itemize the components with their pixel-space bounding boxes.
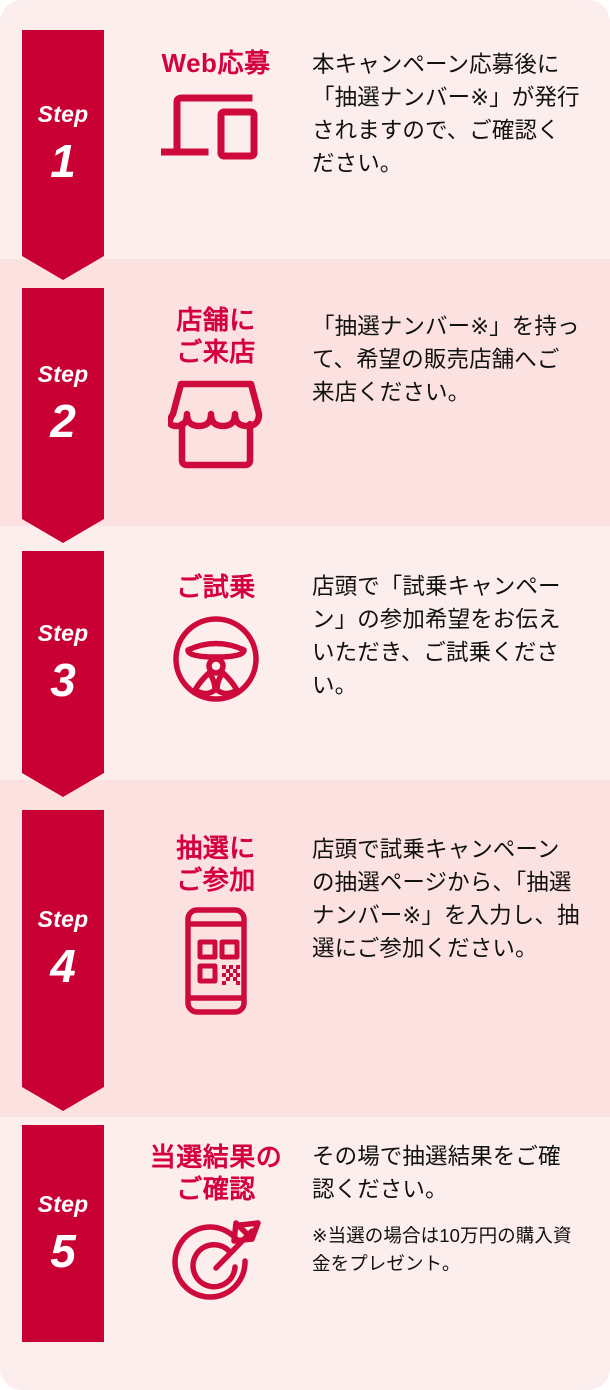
step-label-2: Step <box>37 361 89 387</box>
storefront-icon <box>130 378 302 470</box>
step-banner-3: Step 3 <box>22 551 104 797</box>
step-description-5: その場で抽選結果をご確認ください。 ※当選の場合は10万円の購入資金をプレゼント… <box>312 1140 580 1278</box>
step-mid-2: 店舗に ご来店 <box>130 305 302 470</box>
step-heading-3: ご試乗 <box>176 572 256 602</box>
step-label-3: Step <box>37 619 89 646</box>
devices-monitor-phone-icon <box>130 90 302 168</box>
step-number-1: 1 <box>50 134 76 187</box>
step-description-text-1: 本キャンペーン応募後に「抽選ナンバー※」が発行されますので、ご確認ください。 <box>312 52 580 177</box>
step-number-2: 2 <box>50 395 76 447</box>
step-heading-1: Web応募 <box>161 48 271 78</box>
step-description-2: 「抽選ナンバー※」を持って、希望の販売店舗へご来店ください。 <box>312 310 580 409</box>
target-arrow-icon <box>130 1215 302 1315</box>
step-mid-5: 当選結果の ご確認 <box>130 1142 302 1315</box>
step-label-1: Step <box>37 100 89 127</box>
step-number-4: 4 <box>50 940 76 992</box>
step-description-text-2: 「抽選ナンバー※」を持って、希望の販売店舗へご来店ください。 <box>312 314 580 406</box>
step-number-3: 3 <box>50 653 76 706</box>
step-arrow-2 <box>22 519 104 543</box>
smartphone-qr-icon <box>130 906 302 1016</box>
step-heading-2: 店舗に ご来店 <box>176 305 256 367</box>
steering-wheel-icon <box>130 614 302 704</box>
step-banner-4: Step 4 <box>22 810 104 1111</box>
step-description-4: 店頭で試乗キャンペーンの抽選ページから、「抽選ナンバー※」を入力し、抽選にご参加… <box>312 833 580 965</box>
step-banner-5: Step 5 <box>22 1125 104 1342</box>
step-arrow-4 <box>22 1087 104 1111</box>
step-heading-5: 当選結果の ご確認 <box>149 1142 283 1204</box>
step-banner-1: Step 1 <box>22 30 104 280</box>
step-heading-4: 抽選に ご参加 <box>176 833 256 895</box>
step-mid-4: 抽選に ご参加 <box>130 833 302 1016</box>
step-label-5: Step <box>37 1191 89 1217</box>
step-description-text-3: 店頭で「試乗キャンペーン」の参加希望をお伝えいただき、ご試乗ください。 <box>312 574 561 699</box>
step-description-text-5: その場で抽選結果をご確認ください。 <box>312 1144 561 1203</box>
step-description-text-4: 店頭で試乗キャンペーンの抽選ページから、「抽選ナンバー※」を入力し、抽選にご参加… <box>312 837 580 962</box>
step-note-text-5: ※当選の場合は10万円の購入資金をプレゼント。 <box>312 1225 572 1275</box>
step-description-3: 店頭で「試乗キャンペーン」の参加希望をお伝えいただき、ご試乗ください。 <box>312 570 580 702</box>
step-banner-2: Step 2 <box>22 288 104 543</box>
step-number-5: 5 <box>50 1225 76 1277</box>
step-label-4: Step <box>37 906 89 932</box>
step-arrow-1 <box>22 256 104 280</box>
step-mid-3: ご試乗 <box>130 572 302 704</box>
step-mid-1: Web応募 <box>130 48 302 168</box>
step-description-1: 本キャンペーン応募後に「抽選ナンバー※」が発行されますので、ご確認ください。 <box>312 48 580 180</box>
step-arrow-3 <box>22 773 104 797</box>
